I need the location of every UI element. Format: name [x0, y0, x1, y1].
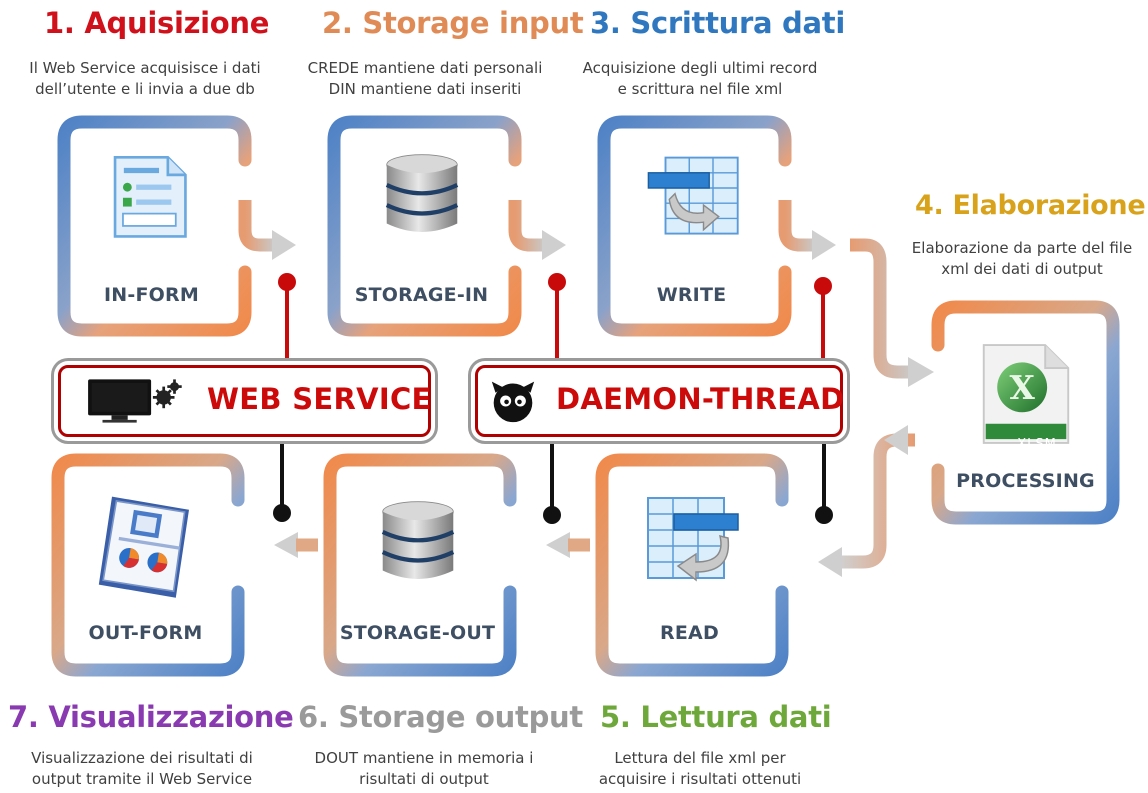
- step-5-desc-line-2: acquisire i risultati ottenuti: [598, 770, 802, 788]
- step-3-desc-line-2: e scrittura nel file xml: [617, 80, 783, 98]
- step-2-desc-line-2: DIN mantiene dati inseriti: [328, 80, 522, 98]
- step-3-desc: Acquisizione degli ultimi record e scrit…: [572, 58, 828, 100]
- web-service-banner: WEB SERVICE: [58, 365, 431, 437]
- frame-read: [595, 453, 789, 677]
- card-storage-in: STORAGE-IN: [334, 130, 509, 326]
- out-form-label: OUT-FORM: [88, 622, 203, 644]
- step-6-title: 6. Storage output: [298, 700, 583, 734]
- web-service-top-connector: [278, 273, 296, 362]
- frame-storage-out: [323, 453, 517, 677]
- daemon-face-icon: [491, 381, 535, 423]
- step-6-desc: DOUT mantiene in memoria i risultati di …: [296, 748, 552, 790]
- daemon-thread-banner: DAEMON-THREAD: [475, 365, 845, 437]
- step-7-title: 7. Visualizzazione: [8, 700, 294, 734]
- step-5-desc-line-1: Lettura del file xml per: [614, 749, 786, 767]
- web-service-bottom-connector: [273, 438, 291, 522]
- card-storage-out: STORAGE-OUT: [330, 468, 505, 666]
- step-1-desc: Il Web Service acquisisce i dati dell’ut…: [20, 58, 270, 100]
- table-write-icon: [647, 156, 739, 235]
- step-1-title: 1. Aquisizione: [44, 6, 270, 40]
- step-4-desc-line-2: xml dei dati di output: [941, 260, 1103, 278]
- card-read: READ: [602, 468, 777, 666]
- excel-file-icon: X: [982, 344, 1070, 444]
- daemon-bottom-connectors: [543, 438, 833, 524]
- form-document-icon: [113, 155, 187, 238]
- step-2-title: 2. Storage input: [322, 6, 584, 40]
- processing-label: PROCESSING: [956, 470, 1095, 492]
- step-7-desc: Visualizzazione dei risultati di output …: [10, 748, 274, 790]
- table-read-icon: [647, 497, 739, 582]
- step-5-desc: Lettura del file xml per acquisire i ris…: [572, 748, 828, 790]
- step-4-desc-line-1: Elaborazione da parte del file: [911, 239, 1133, 257]
- storage-in-label: STORAGE-IN: [354, 284, 489, 306]
- storage-out-label: STORAGE-OUT: [339, 622, 496, 644]
- arrow-storage-in-to-write: [508, 200, 566, 260]
- arrow-processing-to-read: [818, 425, 915, 577]
- card-processing: X XLSM PROCESSING: [944, 313, 1107, 512]
- step-2-desc: CREDE mantiene dati personali DIN mantie…: [300, 58, 550, 100]
- step-6-desc-line-2: risultati di output: [359, 770, 489, 788]
- step-3-title: 3. Scrittura dati: [590, 6, 845, 40]
- frame-storage-in: [327, 115, 522, 337]
- svg-text:X: X: [1009, 368, 1035, 407]
- step-7-desc-line-1: Visualizzazione dei risultati di: [31, 749, 253, 767]
- card-in-form: IN-FORM: [64, 130, 239, 326]
- step-5-title: 5. Lettura dati: [600, 700, 832, 734]
- monitor-gears-icon: [88, 379, 182, 423]
- step-4-desc: Elaborazione da parte del file xml dei d…: [900, 238, 1144, 280]
- frame-write: [597, 115, 792, 337]
- step-1-desc-line-1: Il Web Service acquisisce i dati: [29, 59, 261, 77]
- card-write: WRITE: [604, 130, 779, 326]
- frame-in-form: [57, 115, 252, 337]
- daemon-top-connectors: [548, 273, 832, 362]
- arrow-in-form-to-storage-in: [238, 200, 296, 260]
- step-6-desc-line-1: DOUT mantiene in memoria i: [314, 749, 534, 767]
- database-icon: [381, 501, 455, 579]
- database-icon: [385, 154, 459, 232]
- report-icon: [98, 496, 189, 598]
- step-4-title: 4. Elaborazione: [915, 190, 1146, 221]
- step-2-desc-line-1: CREDE mantiene dati personali: [307, 59, 543, 77]
- excel-badge-label: XLSM: [1017, 437, 1057, 452]
- arrow-read-to-storage-out: [546, 532, 590, 558]
- step-1-desc-line-2: dell’utente e li invia a due db: [35, 80, 255, 98]
- frame-out-form: [51, 453, 245, 677]
- in-form-label: IN-FORM: [104, 284, 199, 306]
- daemon-thread-label: DAEMON-THREAD: [556, 382, 845, 416]
- card-out-form: OUT-FORM: [58, 468, 233, 666]
- web-service-label: WEB SERVICE: [207, 382, 432, 416]
- step-3-desc-line-1: Acquisizione degli ultimi record: [582, 59, 818, 77]
- arrow-storage-out-to-out-form: [274, 532, 318, 558]
- frame-processing: [931, 300, 1120, 525]
- read-label: READ: [660, 622, 719, 644]
- write-label: WRITE: [656, 284, 727, 306]
- step-7-desc-line-2: output tramite il Web Service: [31, 770, 253, 788]
- arrow-write-to-processing: [778, 200, 934, 387]
